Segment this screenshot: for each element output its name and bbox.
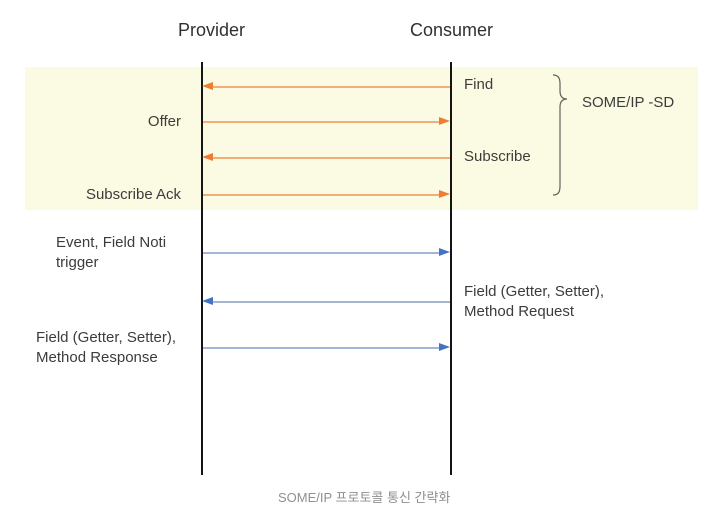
method-request-label: Field (Getter, Setter), Method Request	[464, 283, 605, 320]
consumer-title: Consumer	[410, 20, 494, 40]
provider-title: Provider	[178, 20, 246, 40]
event-trigger-arrow-line	[203, 252, 439, 254]
find-label: Find	[464, 76, 494, 93]
find-arrow-line	[213, 86, 450, 88]
subscribe-arrow-line	[213, 157, 450, 159]
offer-label: Offer	[147, 113, 181, 130]
subscribe-arrowhead	[202, 153, 213, 161]
provider-lifeline	[201, 62, 203, 475]
subscribe-ack-arrowhead	[439, 190, 450, 198]
someip-sd-band	[25, 67, 698, 210]
subscribe-ack-label: Subscribe Ack	[85, 186, 181, 203]
offer-arrow-line	[203, 121, 439, 123]
sd-group-label: SOME/IP -SD	[582, 94, 675, 111]
method-response-label: Field (Getter, Setter), Method Response	[36, 329, 177, 366]
diagram-caption: SOME/IP 프로토콜 통신 간략화	[278, 490, 451, 505]
subscribe-ack-arrow-line	[203, 194, 439, 196]
find-arrowhead	[202, 82, 213, 90]
offer-arrowhead	[439, 117, 450, 125]
event-trigger-arrowhead	[439, 248, 450, 256]
method-request-arrowhead	[202, 297, 213, 305]
event-trigger-label: Event, Field Noti trigger	[56, 234, 167, 271]
subscribe-label: Subscribe	[464, 148, 531, 165]
method-response-arrow-line	[203, 347, 439, 349]
sd-group-brace	[552, 74, 568, 196]
method-request-arrow-line	[213, 301, 450, 303]
consumer-lifeline	[450, 62, 452, 475]
method-response-arrowhead	[439, 343, 450, 351]
